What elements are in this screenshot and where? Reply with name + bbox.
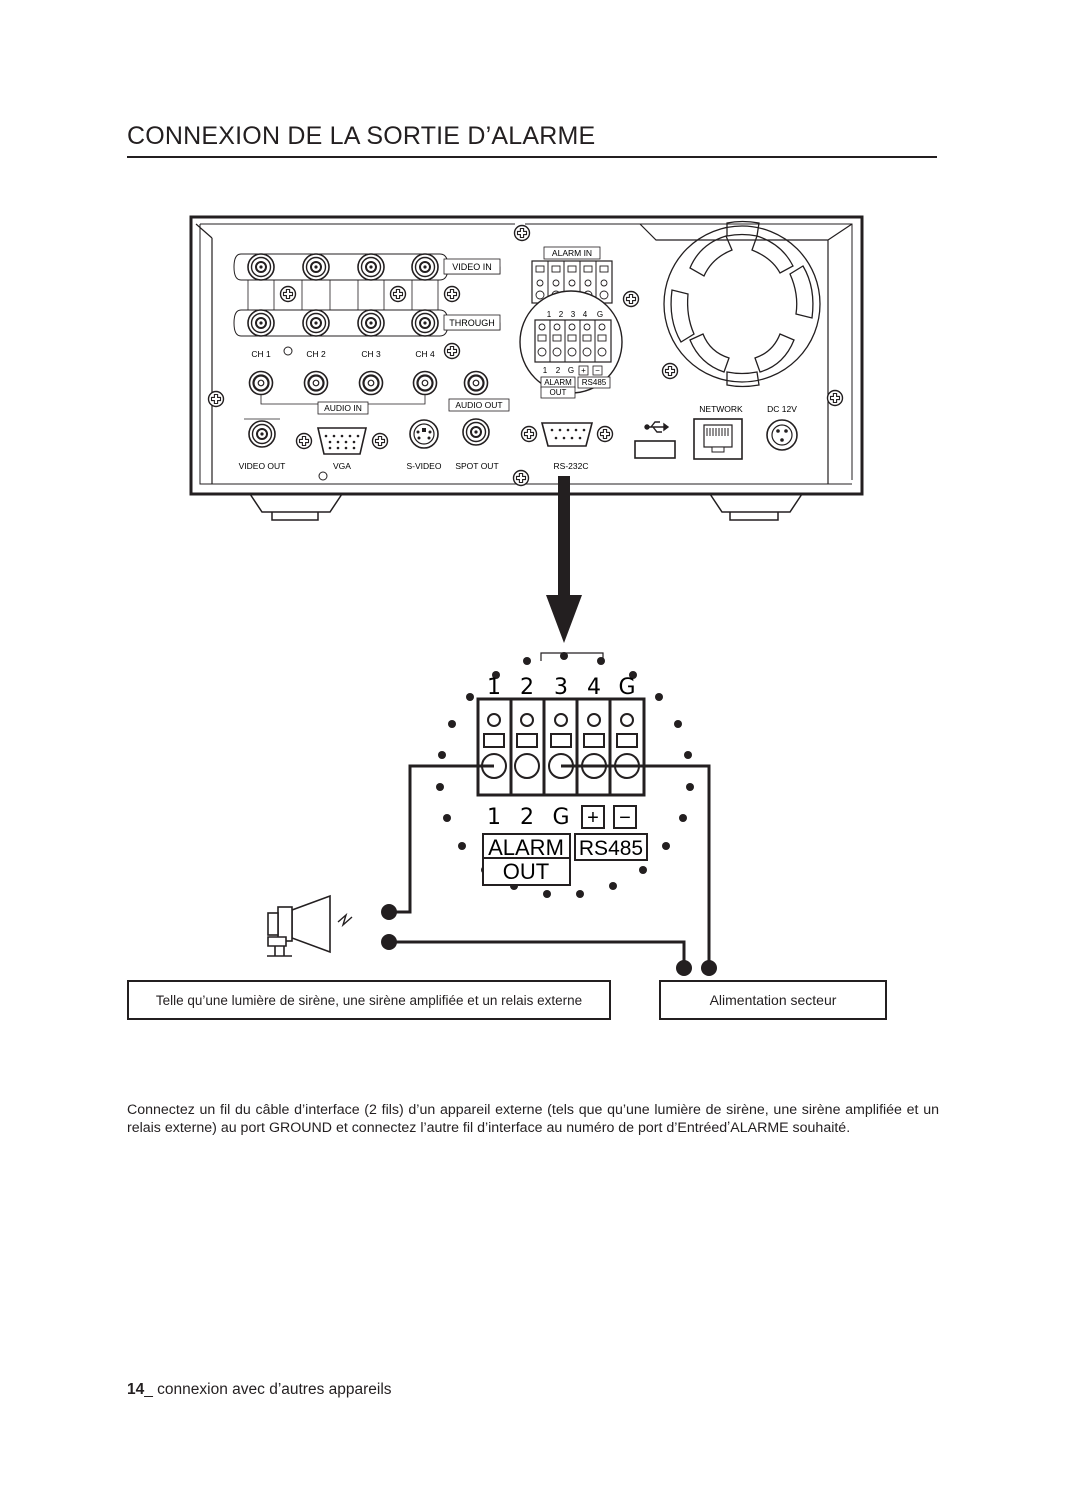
s-video-port-icon	[409, 419, 439, 449]
alarm-pin-label: −	[595, 366, 600, 375]
terminal-bottom-pin: +	[587, 807, 599, 829]
page-title: CONNEXION DE LA SORTIE D’ALARME	[127, 122, 596, 150]
dc-label: DC 12V	[767, 404, 797, 414]
ethernet-port-icon	[693, 418, 743, 460]
video-out-label: VIDEO OUT	[239, 461, 286, 471]
terminal-bottom-pin: −	[619, 807, 631, 829]
ch4-label: CH 4	[415, 349, 435, 359]
usb-icon	[644, 421, 670, 433]
wire-terminals	[381, 904, 717, 976]
title-rule	[127, 156, 937, 158]
terminal-pin-label: 3	[554, 675, 568, 700]
alarm-pin-label: 1	[543, 366, 548, 375]
alarm-pin-label: G	[597, 310, 603, 319]
terminal-alarm-label: ALARM	[488, 835, 564, 860]
page-number: 14	[127, 1381, 145, 1398]
alarm-in-block: ALARM IN 1 2 3 4 G 1 2 G	[519, 246, 623, 399]
network-label: NETWORK	[699, 404, 743, 414]
alarm-pin-label: 2	[559, 310, 564, 319]
ch1-label: CH 1	[251, 349, 271, 359]
alarm-pin-label: 1	[547, 310, 552, 319]
output-connectors: VIDEO OUT VGA S-VIDEO SPOT OUT RS-232C	[239, 418, 614, 481]
alarm-label: ALARM	[544, 378, 572, 387]
rs485-label: RS485	[582, 378, 607, 387]
serial-port-icon	[520, 422, 614, 447]
terminal-out-label: OUT	[503, 859, 549, 884]
terminal-bottom-pin: G	[552, 805, 569, 830]
ch3-label: CH 3	[361, 349, 381, 359]
alarm-pin-label: 3	[571, 310, 576, 319]
wiring	[389, 764, 711, 968]
dc-power-icon	[766, 419, 798, 451]
vga-label: VGA	[333, 461, 351, 471]
alarm-pin-label: G	[568, 366, 574, 375]
terminal-pin-label: 2	[520, 675, 534, 700]
dotted-circle	[436, 652, 694, 898]
rs232c-label: RS-232C	[554, 461, 589, 471]
alarm-pin-label: +	[581, 366, 586, 375]
vga-port-icon	[295, 427, 389, 455]
fan-grille-icon	[663, 220, 821, 388]
alarm-pin-label: 2	[556, 366, 561, 375]
alarm-in-label: ALARM IN	[552, 248, 592, 258]
external-device-caption: Telle qu’une lumière de sirène, une sirè…	[127, 980, 611, 1020]
audio-out-label: AUDIO OUT	[455, 400, 502, 410]
out-label: OUT	[550, 388, 567, 397]
dvr-rear-panel: VIDEO IN THROUGH CH 1 CH 2 CH 3 CH 4 AUD…	[189, 215, 864, 521]
audio-in-label: AUDIO IN	[324, 403, 362, 413]
alarm-terminal-zoom: 1 2 3 4 G 1 2 G + − ALARM OUT RS485	[436, 652, 694, 898]
siren-horn-icon	[267, 894, 353, 957]
terminal-pin-label: G	[618, 675, 635, 700]
audio-group: AUDIO IN AUDIO OUT	[248, 370, 510, 415]
power-supply-caption: Alimentation secteur	[659, 980, 887, 1020]
terminal-rs485-label: RS485	[579, 837, 643, 860]
terminal-pin-label: 1	[487, 675, 501, 700]
down-arrow-icon	[546, 476, 582, 643]
ch2-label: CH 2	[306, 349, 326, 359]
s-video-label: S-VIDEO	[407, 461, 442, 471]
terminal-pin-label: 4	[587, 675, 601, 700]
page-footer: 14_ connexion avec d’autres appareils	[127, 1381, 392, 1399]
alarm-pin-label: 4	[583, 310, 588, 319]
footer-section: _ connexion avec d’autres appareils	[144, 1381, 392, 1398]
video-in-group: VIDEO IN THROUGH CH 1 CH 2 CH 3 CH 4	[233, 253, 501, 360]
through-label: THROUGH	[449, 318, 495, 328]
terminal-bottom-pin: 2	[520, 805, 534, 830]
instruction-paragraph: Connectez un fil du câble d’interface (2…	[127, 1102, 939, 1136]
video-in-label: VIDEO IN	[452, 262, 492, 272]
terminal-bottom-pin: 1	[487, 805, 501, 830]
spot-out-label: SPOT OUT	[455, 461, 498, 471]
